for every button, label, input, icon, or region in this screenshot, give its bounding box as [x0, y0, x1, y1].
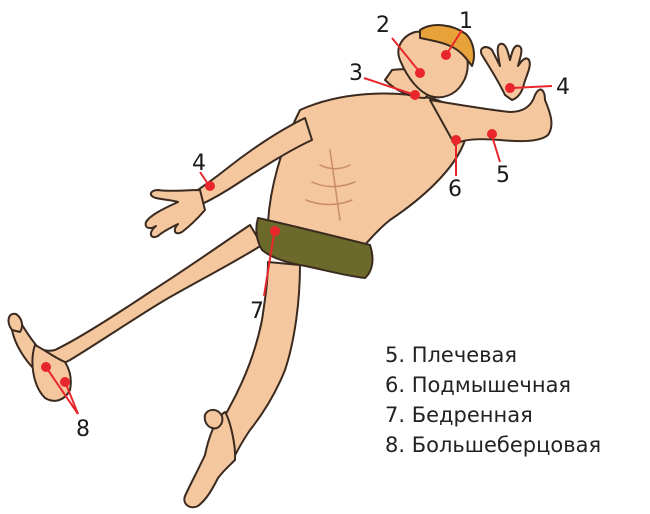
right-hand [481, 44, 530, 100]
legend-item-tibial: 8. Большеберцовая [385, 430, 601, 460]
point-8a [41, 362, 51, 372]
legend-item-brachial: 5. Плечевая [385, 340, 601, 370]
marker-label-1: 1 [459, 9, 473, 34]
right-foot-toes [205, 410, 223, 429]
point-6 [451, 135, 461, 145]
point-2 [415, 68, 425, 78]
point-8b [60, 377, 70, 387]
point-5 [487, 129, 497, 139]
left-leg [10, 225, 262, 371]
left-foot-toes [9, 314, 23, 332]
point-1 [441, 50, 451, 60]
legend-item-axillary: 6. Подмышечная [385, 370, 601, 400]
point-4-right [505, 83, 515, 93]
marker-label-7: 7 [250, 299, 264, 324]
legend: 5. Плечевая 6. Подмышечная 7. Бедренная … [385, 340, 601, 460]
marker-label-3: 3 [349, 61, 363, 86]
marker-label-4-left: 4 [192, 151, 206, 176]
point-7 [270, 226, 280, 236]
marker-label-8: 8 [76, 417, 90, 442]
marker-label-5: 5 [496, 163, 510, 188]
left-hand [146, 190, 205, 237]
marker-label-2: 2 [376, 13, 390, 38]
marker-label-6: 6 [448, 177, 462, 202]
point-3 [410, 90, 420, 100]
point-4-left [205, 181, 215, 191]
legend-item-femoral: 7. Бедренная [385, 400, 601, 430]
marker-label-4-right: 4 [556, 75, 570, 100]
